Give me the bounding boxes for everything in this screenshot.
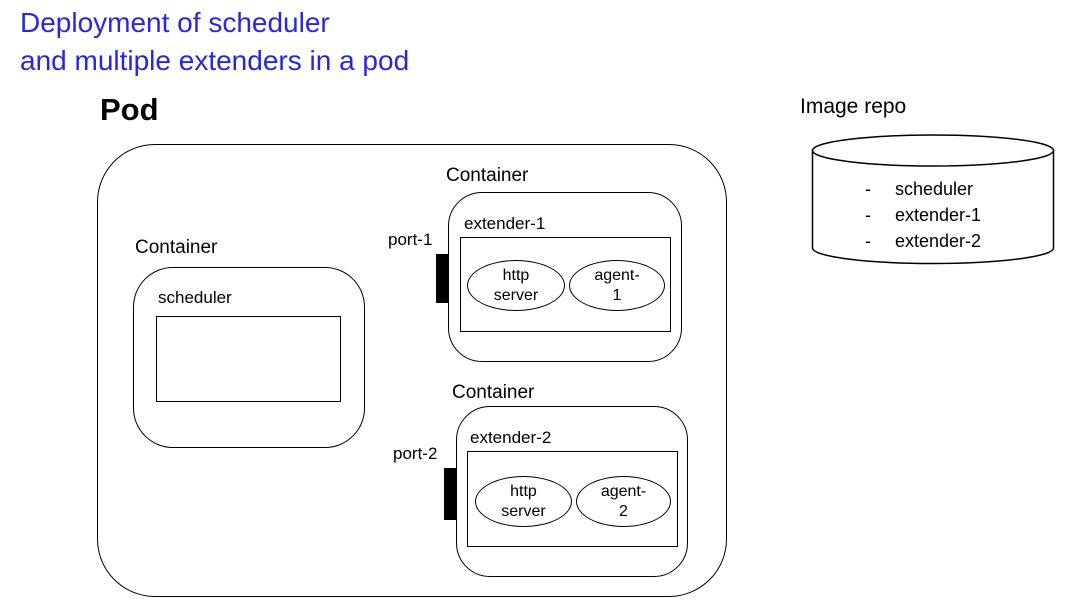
extender2-http-server-ellipse: http server <box>475 476 572 527</box>
scheduler-container-box <box>133 267 365 448</box>
slide-title-line2: and multiple extenders in a pod <box>20 45 410 76</box>
repo-item-bullet: - <box>865 205 871 225</box>
pod-label: Pod <box>100 92 159 127</box>
repo-item-text: scheduler <box>895 179 974 199</box>
port-2-label: port-2 <box>393 444 438 463</box>
port-1-label: port-1 <box>388 230 433 249</box>
repo-item-scheduler: - scheduler <box>865 176 981 202</box>
image-repo-list: - scheduler - extender-1 - extender-2 <box>865 176 981 254</box>
repo-item-text: extender-2 <box>895 231 982 251</box>
pod-boundary <box>97 144 727 597</box>
image-repo-label: Image repo <box>800 95 907 118</box>
extender2-agent-ellipse: agent- 2 <box>576 476 671 527</box>
scheduler-name-label: scheduler <box>158 288 232 307</box>
repo-item-bullet: - <box>865 231 871 251</box>
slide-title: Deployment of scheduler and multiple ext… <box>20 4 409 80</box>
slide-title-line1: Deployment of scheduler <box>20 7 330 38</box>
repo-item-bullet: - <box>865 179 871 199</box>
extender1-container-label: Container <box>446 165 529 186</box>
image-repo-cylinder <box>811 134 1055 265</box>
repo-item-extender-2: - extender-2 <box>865 228 981 254</box>
repo-item-text: extender-1 <box>895 205 982 225</box>
extender1-http-server-ellipse: http server <box>467 260 565 311</box>
extender1-name-label: extender-1 <box>464 214 546 233</box>
scheduler-process-rect <box>156 316 341 402</box>
port-2-connector <box>444 468 457 520</box>
extender2-container-label: Container <box>452 382 535 403</box>
repo-item-extender-1: - extender-1 <box>865 202 981 228</box>
port-1-connector <box>436 254 449 303</box>
extender2-name-label: extender-2 <box>470 428 552 447</box>
scheduler-container-label: Container <box>135 237 218 258</box>
extender1-agent-ellipse: agent- 1 <box>569 260 665 311</box>
